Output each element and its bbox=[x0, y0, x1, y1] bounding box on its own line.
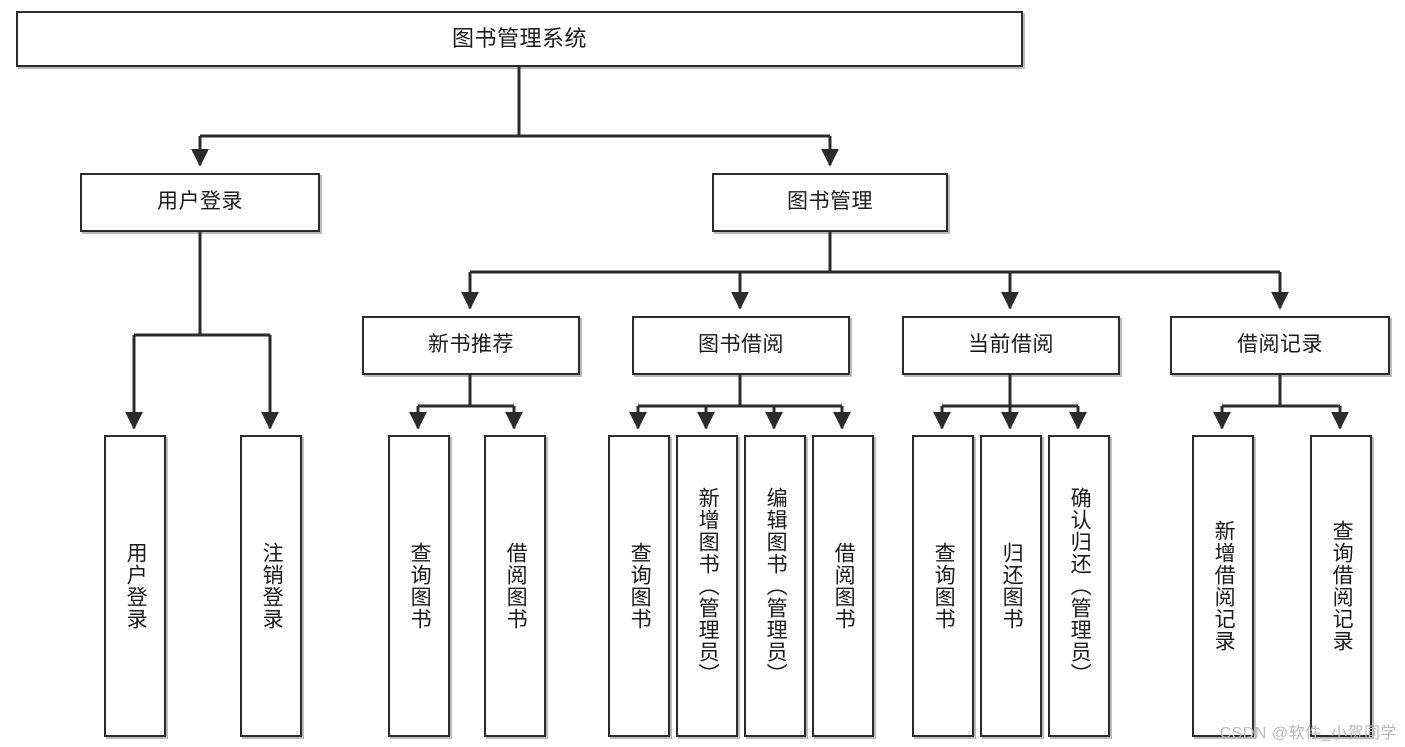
leaf-record-query-label: 查询借阅记录 bbox=[1330, 520, 1354, 652]
node-current-borrow-label: 当前借阅 bbox=[968, 333, 1054, 357]
leaf-new-book-borrow-label: 借阅图书 bbox=[504, 542, 528, 630]
leaf-current-confirm-return-label: 确认归还（管理员） bbox=[1068, 487, 1092, 685]
leaf-user-login-signin-label: 用户登录 bbox=[124, 542, 148, 630]
leaf-current-return-book[interactable]: 归还图书 bbox=[980, 435, 1042, 737]
leaf-borrow-borrow-book-label: 借阅图书 bbox=[832, 542, 856, 630]
node-user-login-label: 用户登录 bbox=[157, 190, 243, 214]
leaf-current-query-book[interactable]: 查询图书 bbox=[912, 435, 974, 737]
node-book-management[interactable]: 图书管理 bbox=[712, 173, 948, 232]
node-borrow-record-label: 借阅记录 bbox=[1237, 333, 1323, 357]
leaf-borrow-query-book-label: 查询图书 bbox=[628, 542, 652, 630]
leaf-current-query-book-label: 查询图书 bbox=[932, 542, 956, 630]
node-user-login[interactable]: 用户登录 bbox=[80, 173, 320, 232]
leaf-new-book-query[interactable]: 查询图书 bbox=[388, 435, 450, 737]
node-book-management-label: 图书管理 bbox=[787, 190, 873, 214]
leaf-borrow-edit-book-label: 编辑图书（管理员） bbox=[764, 487, 788, 685]
leaf-borrow-add-book[interactable]: 新增图书（管理员） bbox=[676, 435, 738, 737]
leaf-record-query[interactable]: 查询借阅记录 bbox=[1310, 435, 1372, 737]
watermark: CSDN @软件_小贺同学 bbox=[1219, 725, 1397, 742]
node-borrow-record[interactable]: 借阅记录 bbox=[1170, 316, 1390, 375]
node-new-book-recommend-label: 新书推荐 bbox=[428, 333, 514, 357]
leaf-current-confirm-return[interactable]: 确认归还（管理员） bbox=[1048, 435, 1110, 737]
leaf-record-add[interactable]: 新增借阅记录 bbox=[1192, 435, 1254, 737]
leaf-borrow-query-book[interactable]: 查询图书 bbox=[608, 435, 670, 737]
leaf-user-login-signout[interactable]: 注销登录 bbox=[240, 435, 302, 737]
leaf-borrow-add-book-label: 新增图书（管理员） bbox=[696, 487, 720, 685]
leaf-current-return-book-label: 归还图书 bbox=[1000, 542, 1024, 630]
node-new-book-recommend[interactable]: 新书推荐 bbox=[362, 316, 580, 375]
leaf-user-login-signout-label: 注销登录 bbox=[260, 542, 284, 630]
leaf-borrow-edit-book[interactable]: 编辑图书（管理员） bbox=[744, 435, 806, 737]
leaf-new-book-borrow[interactable]: 借阅图书 bbox=[484, 435, 546, 737]
leaf-borrow-borrow-book[interactable]: 借阅图书 bbox=[812, 435, 874, 737]
node-current-borrow[interactable]: 当前借阅 bbox=[902, 316, 1120, 375]
node-root-system[interactable]: 图书管理系统 bbox=[16, 11, 1023, 67]
leaf-new-book-query-label: 查询图书 bbox=[408, 542, 432, 630]
node-book-borrow[interactable]: 图书借阅 bbox=[632, 316, 850, 375]
node-book-borrow-label: 图书借阅 bbox=[698, 333, 784, 357]
leaf-user-login-signin[interactable]: 用户登录 bbox=[104, 435, 166, 737]
leaf-record-add-label: 新增借阅记录 bbox=[1212, 520, 1236, 652]
node-root-system-label: 图书管理系统 bbox=[451, 26, 587, 52]
